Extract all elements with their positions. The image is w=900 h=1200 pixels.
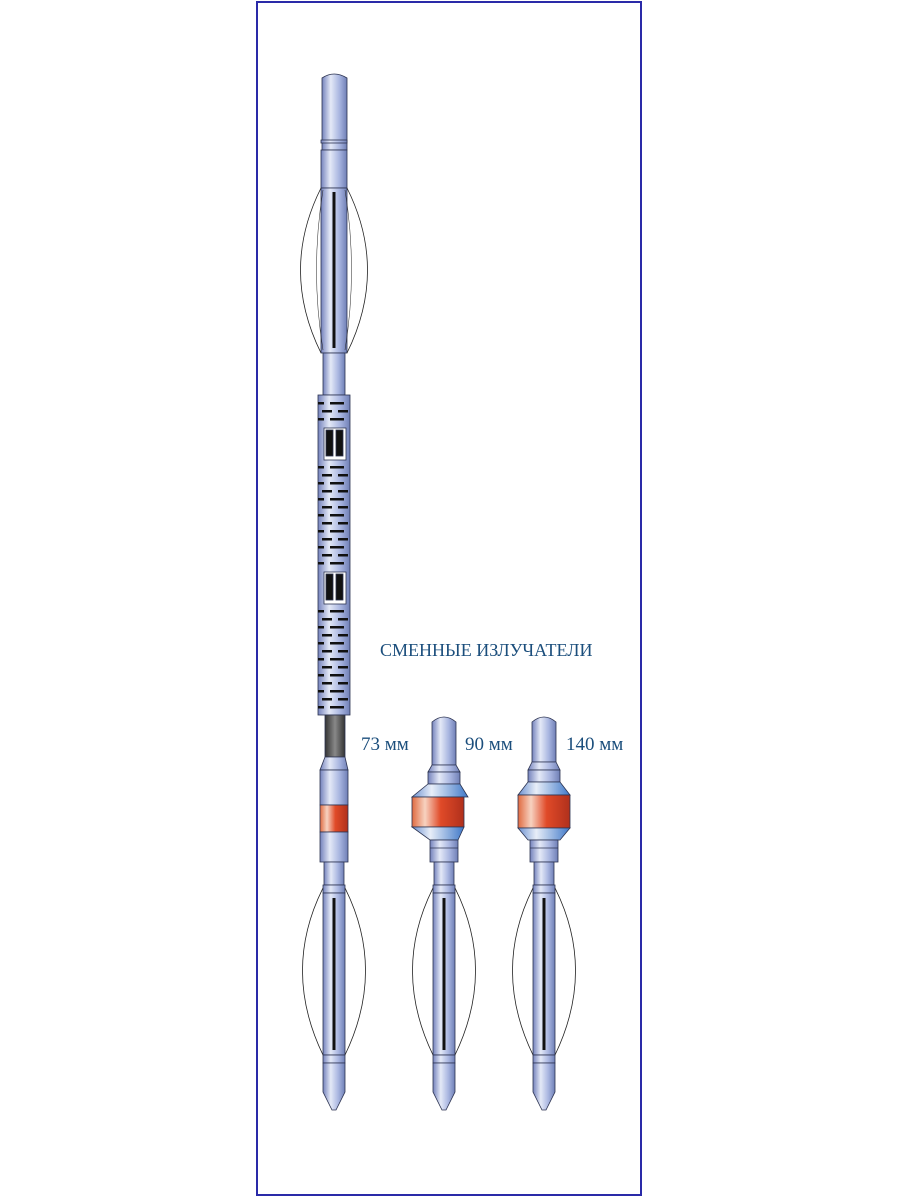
slot-mark	[322, 554, 332, 557]
slot-mark	[330, 706, 344, 709]
slot-mark	[338, 650, 348, 653]
slot-mark	[322, 506, 332, 509]
slot-mark	[318, 466, 324, 469]
slot-mark	[318, 658, 324, 661]
slot-mark	[330, 466, 344, 469]
nose-tip	[322, 1062, 346, 1111]
slot-mark	[322, 490, 332, 493]
slot-mark	[330, 514, 344, 517]
top-cap	[321, 73, 348, 151]
lower-centralizers	[302, 884, 576, 1111]
slot-mark	[330, 482, 344, 485]
slot-mark	[322, 666, 332, 669]
slot-mark	[330, 642, 344, 645]
slot-mark	[322, 618, 332, 621]
slot-mark	[330, 498, 344, 501]
slot-mark	[318, 482, 324, 485]
emitter-label-73: 73 мм	[361, 734, 409, 755]
slot-mark	[338, 490, 348, 493]
emitter-73mm-band	[319, 804, 349, 833]
lower-centralizer	[412, 884, 476, 1111]
emitter-label-140: 140 мм	[566, 734, 624, 755]
upper-centralizer	[300, 187, 368, 354]
diagram-frame	[256, 1, 642, 1196]
slot-mark	[338, 634, 348, 637]
sensor-slots	[318, 402, 348, 709]
slot-mark	[318, 514, 324, 517]
slot-mark	[318, 642, 324, 645]
slot-mark	[322, 634, 332, 637]
slot-mark	[318, 418, 324, 421]
slot-mark	[318, 402, 324, 405]
slot-mark	[318, 626, 324, 629]
slot-mark	[318, 706, 324, 709]
slot-mark	[322, 682, 332, 685]
slot-mark	[330, 658, 344, 661]
cable-section	[324, 714, 346, 758]
slot-mark	[330, 690, 344, 693]
slot-mark	[322, 650, 332, 653]
slot-mark	[330, 402, 344, 405]
emitter-90mm	[410, 716, 469, 886]
slot-mark	[322, 538, 332, 541]
emitter-label-90: 90 мм	[465, 734, 513, 755]
slot-mark	[338, 538, 348, 541]
nose-tip	[532, 1062, 556, 1111]
slot-mark	[330, 626, 344, 629]
slot-mark	[322, 474, 332, 477]
slot-mark	[318, 546, 324, 549]
slot-mark	[322, 698, 332, 701]
slot-mark	[318, 498, 324, 501]
slot-mark	[338, 474, 348, 477]
slot-mark	[318, 690, 324, 693]
slot-mark	[322, 410, 332, 413]
slot-mark	[318, 530, 324, 533]
lower-centralizer	[512, 884, 576, 1111]
slot-mark	[338, 554, 348, 557]
sensor-window	[323, 427, 347, 461]
slot-mark	[338, 666, 348, 669]
replaceable-emitters-title: СМЕННЫЕ ИЗЛУЧАТЕЛИ	[380, 640, 593, 660]
slot-mark	[322, 522, 332, 525]
slot-mark	[318, 674, 324, 677]
sensor-window	[323, 571, 347, 605]
slot-mark	[330, 530, 344, 533]
nose-tip	[432, 1062, 456, 1111]
slot-mark	[338, 682, 348, 685]
slot-mark	[330, 610, 344, 613]
slot-mark	[338, 410, 348, 413]
slot-mark	[330, 674, 344, 677]
emitter-140mm	[517, 716, 571, 886]
slot-mark	[330, 562, 344, 565]
slot-mark	[330, 418, 344, 421]
slot-mark	[338, 618, 348, 621]
main-tool	[300, 73, 368, 886]
slot-mark	[330, 546, 344, 549]
slot-mark	[338, 506, 348, 509]
lower-centralizer	[302, 884, 366, 1111]
slot-mark	[338, 522, 348, 525]
slot-mark	[318, 610, 324, 613]
slot-mark	[318, 562, 324, 565]
slot-mark	[338, 698, 348, 701]
